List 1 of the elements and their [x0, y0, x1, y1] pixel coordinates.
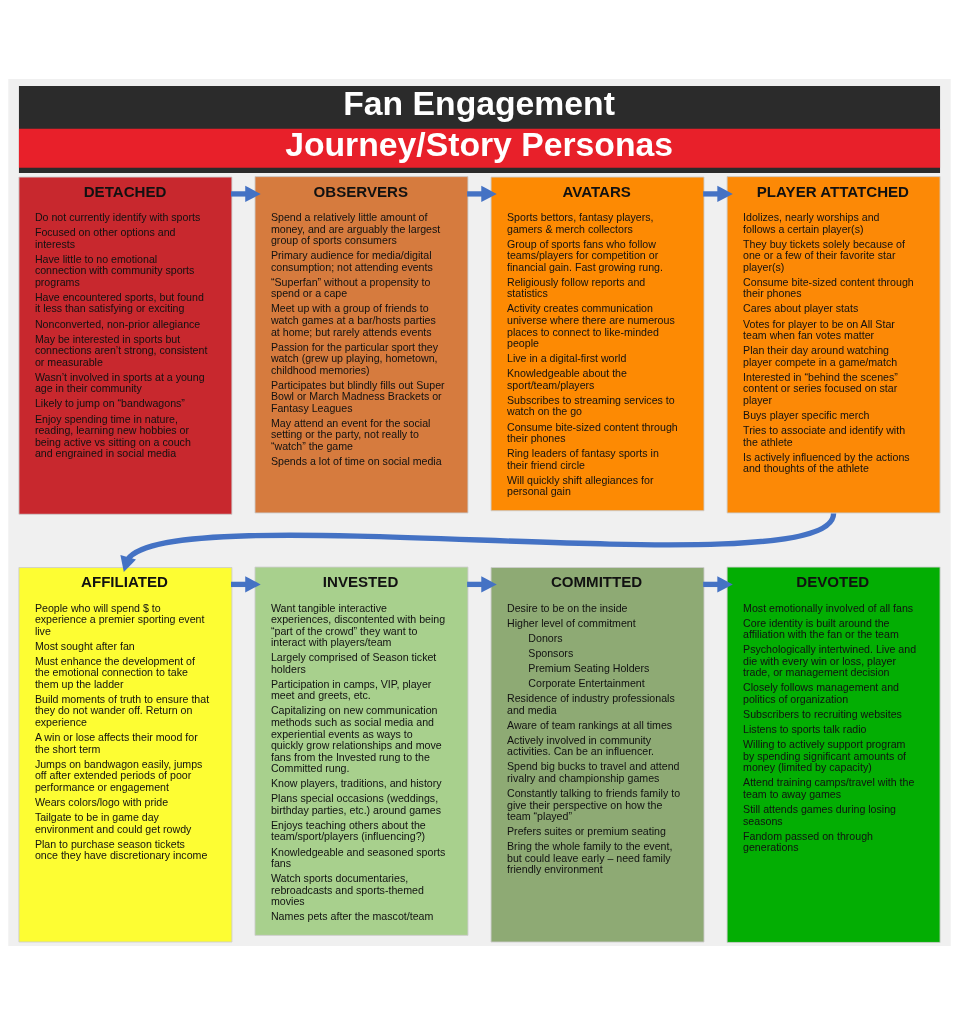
diagram-title: Fan Engagement Journey/Story Personas [285, 83, 674, 163]
